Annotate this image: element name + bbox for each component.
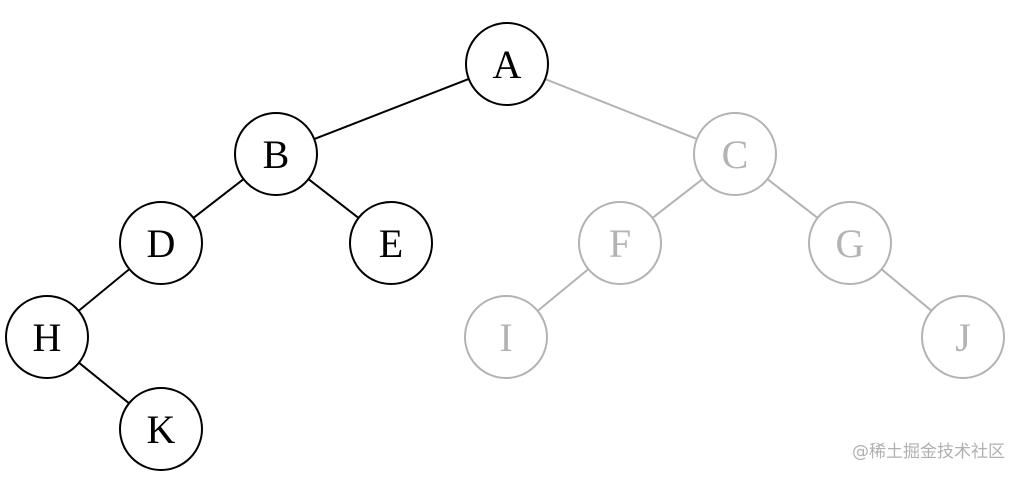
node-circle: [119, 387, 203, 471]
tree-node-d: D: [119, 201, 203, 285]
node-circle: [5, 295, 89, 379]
node-label: K: [147, 407, 176, 452]
edge-g-j: [880, 268, 933, 312]
node-label: C: [722, 132, 749, 177]
node-circle: [921, 295, 1005, 379]
edge-h-k: [78, 361, 130, 405]
tree-node-f: F: [578, 201, 662, 285]
tree-node-a: A: [465, 22, 549, 106]
node-circle: [464, 295, 548, 379]
edge-a-b: [313, 77, 470, 141]
node-circle: [349, 201, 433, 285]
tree-node-b: B: [234, 112, 318, 196]
node-label: A: [493, 42, 522, 87]
edge-a-c: [544, 78, 698, 140]
node-circle: [465, 22, 549, 106]
node-label: J: [955, 315, 971, 360]
node-label: H: [33, 315, 62, 360]
tree-node-e: E: [349, 201, 433, 285]
node-circle: [119, 201, 203, 285]
node-label: G: [836, 221, 865, 266]
tree-node-k: K: [119, 387, 203, 471]
node-label: D: [147, 221, 176, 266]
node-circle: [808, 201, 892, 285]
edge-c-g: [766, 178, 819, 219]
node-label: E: [379, 221, 403, 266]
tree-node-i: I: [464, 295, 548, 379]
tree-edges: [77, 77, 933, 405]
node-label: B: [263, 132, 290, 177]
node-label: F: [609, 221, 631, 266]
node-circle: [234, 112, 318, 196]
edge-d-h: [77, 268, 131, 312]
tree-node-j: J: [921, 295, 1005, 379]
node-circle: [578, 201, 662, 285]
edge-f-i: [536, 268, 590, 312]
node-circle: [693, 112, 777, 196]
watermark-text: @稀土掘金技术社区: [852, 442, 1005, 462]
node-label: I: [499, 315, 512, 360]
tree-node-g: G: [808, 201, 892, 285]
edge-b-d: [192, 178, 245, 219]
tree-node-c: C: [693, 112, 777, 196]
tree-nodes: A B C D E F G H I J K: [5, 22, 1005, 471]
edge-c-f: [651, 178, 704, 219]
tree-node-h: H: [5, 295, 89, 379]
edge-b-e: [307, 178, 360, 219]
